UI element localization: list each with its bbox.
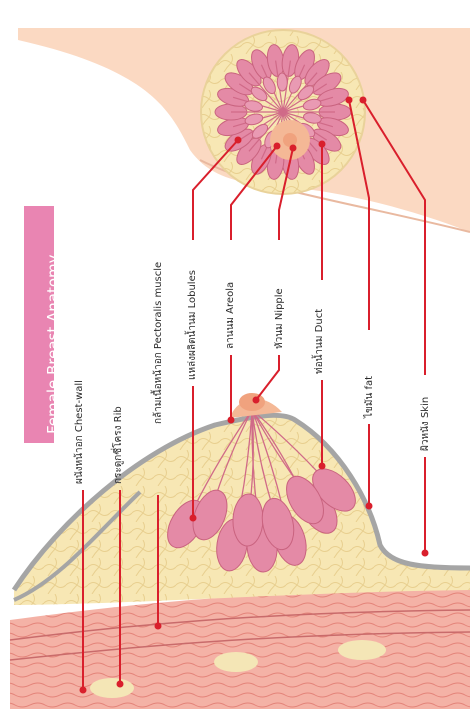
- label-pectoralis-muscle: กล้ามเนื้อหน้าอก Pectoralis muscle: [153, 262, 165, 424]
- frontal-lobule-inner: [277, 73, 287, 91]
- label-lobules: แหล่งผลิตน้ำนม Lobules: [187, 270, 199, 380]
- rib-bone: [90, 678, 134, 698]
- leader-dot: [228, 417, 235, 424]
- leader-dot: [190, 515, 197, 522]
- leader-line: [256, 355, 279, 400]
- label-duct: ท่อน้ำนม Duct: [314, 309, 326, 374]
- leader-dot: [253, 397, 260, 404]
- leader-dot: [117, 681, 124, 688]
- leader-dot: [274, 143, 281, 150]
- label-fat: ไขมัน fat: [364, 376, 376, 418]
- frontal-nipple: [283, 133, 297, 147]
- leader-dot: [319, 463, 326, 470]
- leader-dot: [235, 137, 242, 144]
- leader-dot: [290, 145, 297, 152]
- leader-dot: [155, 623, 162, 630]
- leader-dot: [366, 503, 373, 510]
- muscle-layer: [10, 588, 470, 709]
- label-nipple: หัวนม Nipple: [274, 288, 286, 349]
- page-title: Female Breast Anatomy: [44, 254, 62, 434]
- leader-dot: [422, 550, 429, 557]
- label-chest-wall: ผนังหน้าอก Chest-wall: [74, 380, 86, 484]
- leader-dot: [346, 97, 353, 104]
- leader-dot: [360, 97, 367, 104]
- side-nipple: [239, 393, 265, 411]
- label-skin: ผิวหนัง Skin: [420, 397, 432, 451]
- label-areola: ลานนม Areola: [225, 282, 237, 349]
- leader-dot: [319, 141, 326, 148]
- leader-dot: [80, 687, 87, 694]
- label-rib: กระดูกซี่โครง Rib: [113, 406, 125, 484]
